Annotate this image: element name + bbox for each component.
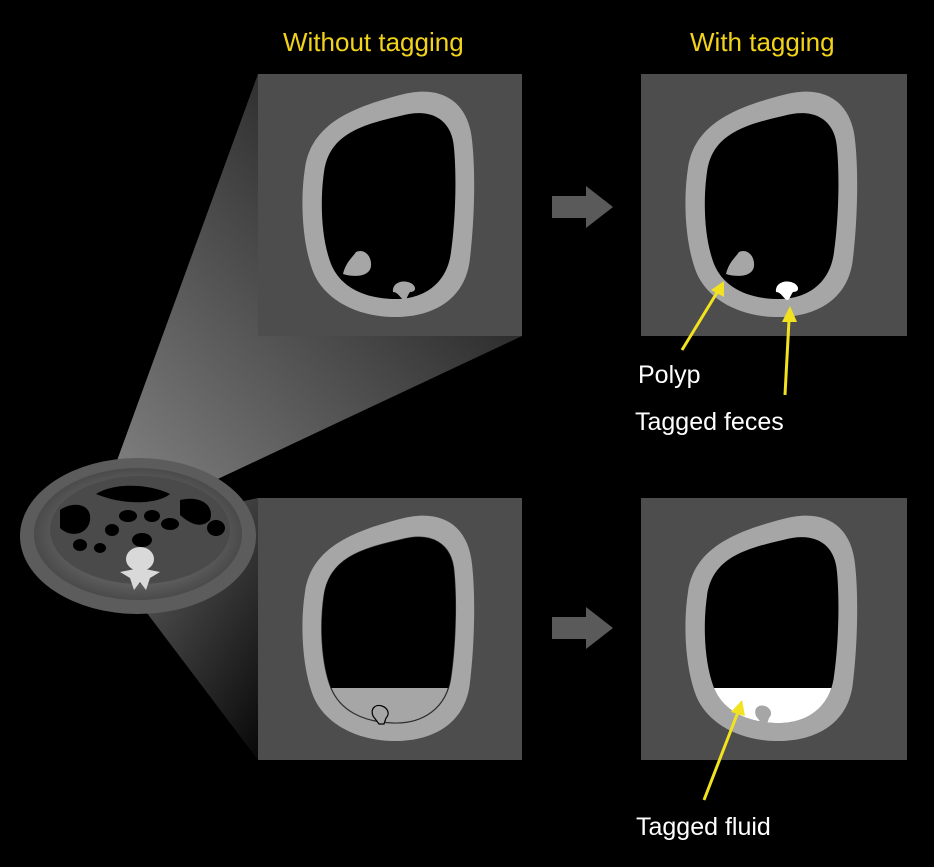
- heading-without-tagging: Without tagging: [283, 27, 464, 57]
- colon-without-tagging-top: [302, 91, 475, 318]
- feces-tagged: [775, 281, 799, 300]
- label-polyp: Polyp: [638, 361, 701, 389]
- flow-arrow-bottom: [552, 607, 613, 649]
- annotation-arrow-tagged-fluid: [702, 700, 745, 801]
- abdomen-cross-section: [20, 458, 256, 614]
- annotation-arrow-tagged-feces: [782, 306, 797, 396]
- polyp: [726, 250, 755, 276]
- feces-untagged: [392, 281, 416, 300]
- label-tagged-feces: Tagged feces: [635, 408, 784, 436]
- annotation-arrow-polyp: [680, 281, 724, 351]
- flow-arrow-top: [552, 186, 613, 228]
- polyp: [343, 250, 372, 276]
- magnification-beam-top: [88, 74, 522, 540]
- label-tagged-fluid: Tagged fluid: [636, 813, 771, 841]
- heading-with-tagging: With tagging: [690, 27, 835, 57]
- polyp-submerged: [755, 705, 772, 724]
- colon-with-tagging-bottom: [685, 515, 858, 742]
- colon-with-tagging-top: [685, 91, 858, 318]
- polyp-submerged: [371, 704, 389, 725]
- colon-without-tagging-bottom: [302, 515, 475, 742]
